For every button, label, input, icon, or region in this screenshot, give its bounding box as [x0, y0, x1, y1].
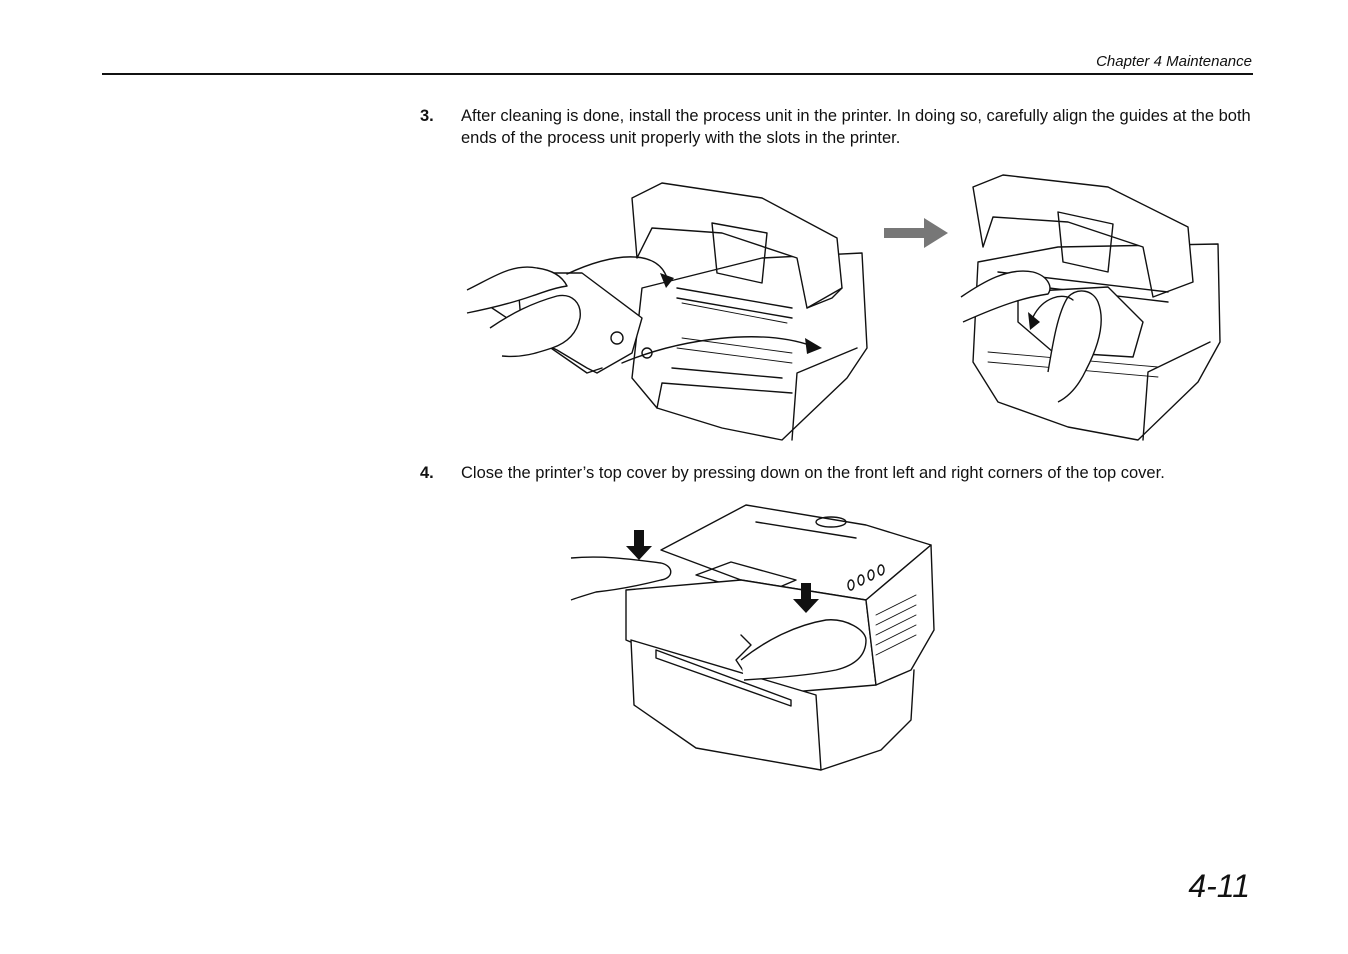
step-number: 4. [420, 464, 434, 482]
step-number: 3. [420, 107, 434, 125]
chapter-title: Chapter 4 Maintenance [1096, 53, 1252, 70]
down-arrow-icon [626, 530, 652, 560]
step-3: 3. After cleaning is done, install the p… [420, 105, 1260, 149]
figure-close-top-cover [566, 500, 938, 775]
page-number: 4-11 [1188, 868, 1250, 904]
header-rule [102, 73, 1253, 75]
step-text: Close the printer’s top cover by pressin… [461, 464, 1165, 482]
figure-seat-process-unit [958, 172, 1226, 442]
step-text: After cleaning is done, install the proc… [461, 107, 1251, 147]
right-arrow-icon [882, 215, 952, 251]
step-4: 4. Close the printer’s top cover by pres… [420, 462, 1260, 484]
figure-install-process-unit [462, 178, 872, 443]
